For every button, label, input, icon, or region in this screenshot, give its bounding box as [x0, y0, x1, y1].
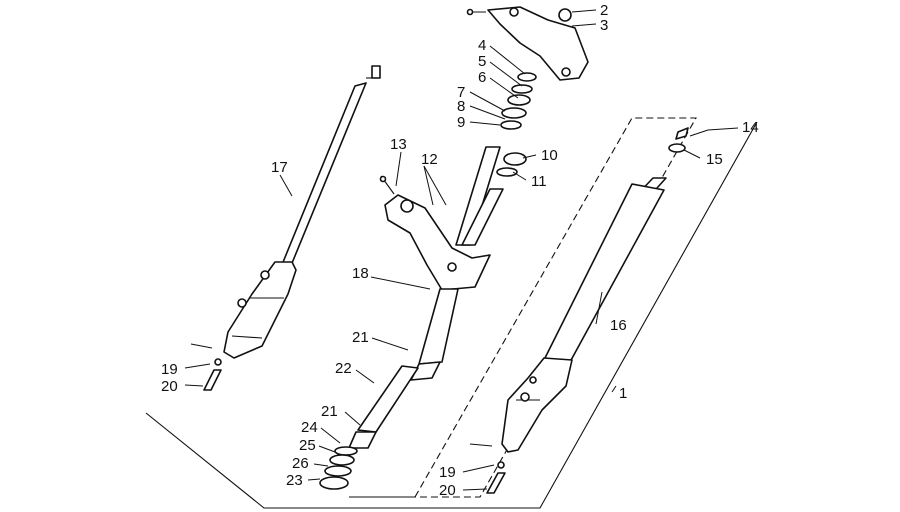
callout-21-lower: 21 — [321, 403, 338, 420]
top-bracket — [466, 6, 589, 81]
callout-17: 17 — [271, 159, 288, 176]
callout-7: 7 — [457, 84, 465, 101]
callout-22: 22 — [335, 360, 352, 377]
center-tube — [348, 288, 459, 449]
callout-9: 9 — [457, 114, 465, 131]
callout-13: 13 — [390, 136, 407, 153]
callout-2: 2 — [600, 2, 608, 19]
callout-16: 16 — [610, 317, 627, 334]
left-fork-leg — [190, 65, 381, 391]
callout-19-right: 19 — [439, 464, 456, 481]
lower-bearing-stack — [319, 446, 358, 490]
callout-8: 8 — [457, 98, 465, 115]
inner-frame — [349, 117, 697, 498]
right-fork-leg — [469, 127, 689, 494]
callout-18: 18 — [352, 265, 369, 282]
callout-20-left: 20 — [161, 378, 178, 395]
callout-20-right: 20 — [439, 482, 456, 499]
callout-5: 5 — [478, 53, 486, 70]
callout-12: 12 — [421, 151, 438, 168]
callout-3: 3 — [600, 17, 608, 34]
upper-seal — [496, 152, 527, 177]
callout-10: 10 — [541, 147, 558, 164]
callout-14: 14 — [742, 119, 759, 136]
callout-21-upper: 21 — [352, 329, 369, 346]
callout-1: 1 — [619, 385, 627, 402]
outer-frame — [145, 121, 758, 509]
callout-6: 6 — [478, 69, 486, 86]
bearing-stack — [500, 72, 537, 130]
callout-4: 4 — [478, 37, 486, 54]
callout-19-left: 19 — [161, 361, 178, 378]
steering-stem — [379, 146, 504, 291]
leader-lines — [184, 9, 739, 491]
callout-25: 25 — [299, 437, 316, 454]
callout-labels: 1 2 3 4 5 6 7 8 9 10 11 12 13 14 15 16 1… — [161, 2, 759, 499]
callout-23: 23 — [286, 472, 303, 489]
callout-11: 11 — [531, 173, 547, 190]
callout-15: 15 — [706, 151, 723, 168]
callout-26: 26 — [292, 455, 309, 472]
callout-24: 24 — [301, 419, 318, 436]
